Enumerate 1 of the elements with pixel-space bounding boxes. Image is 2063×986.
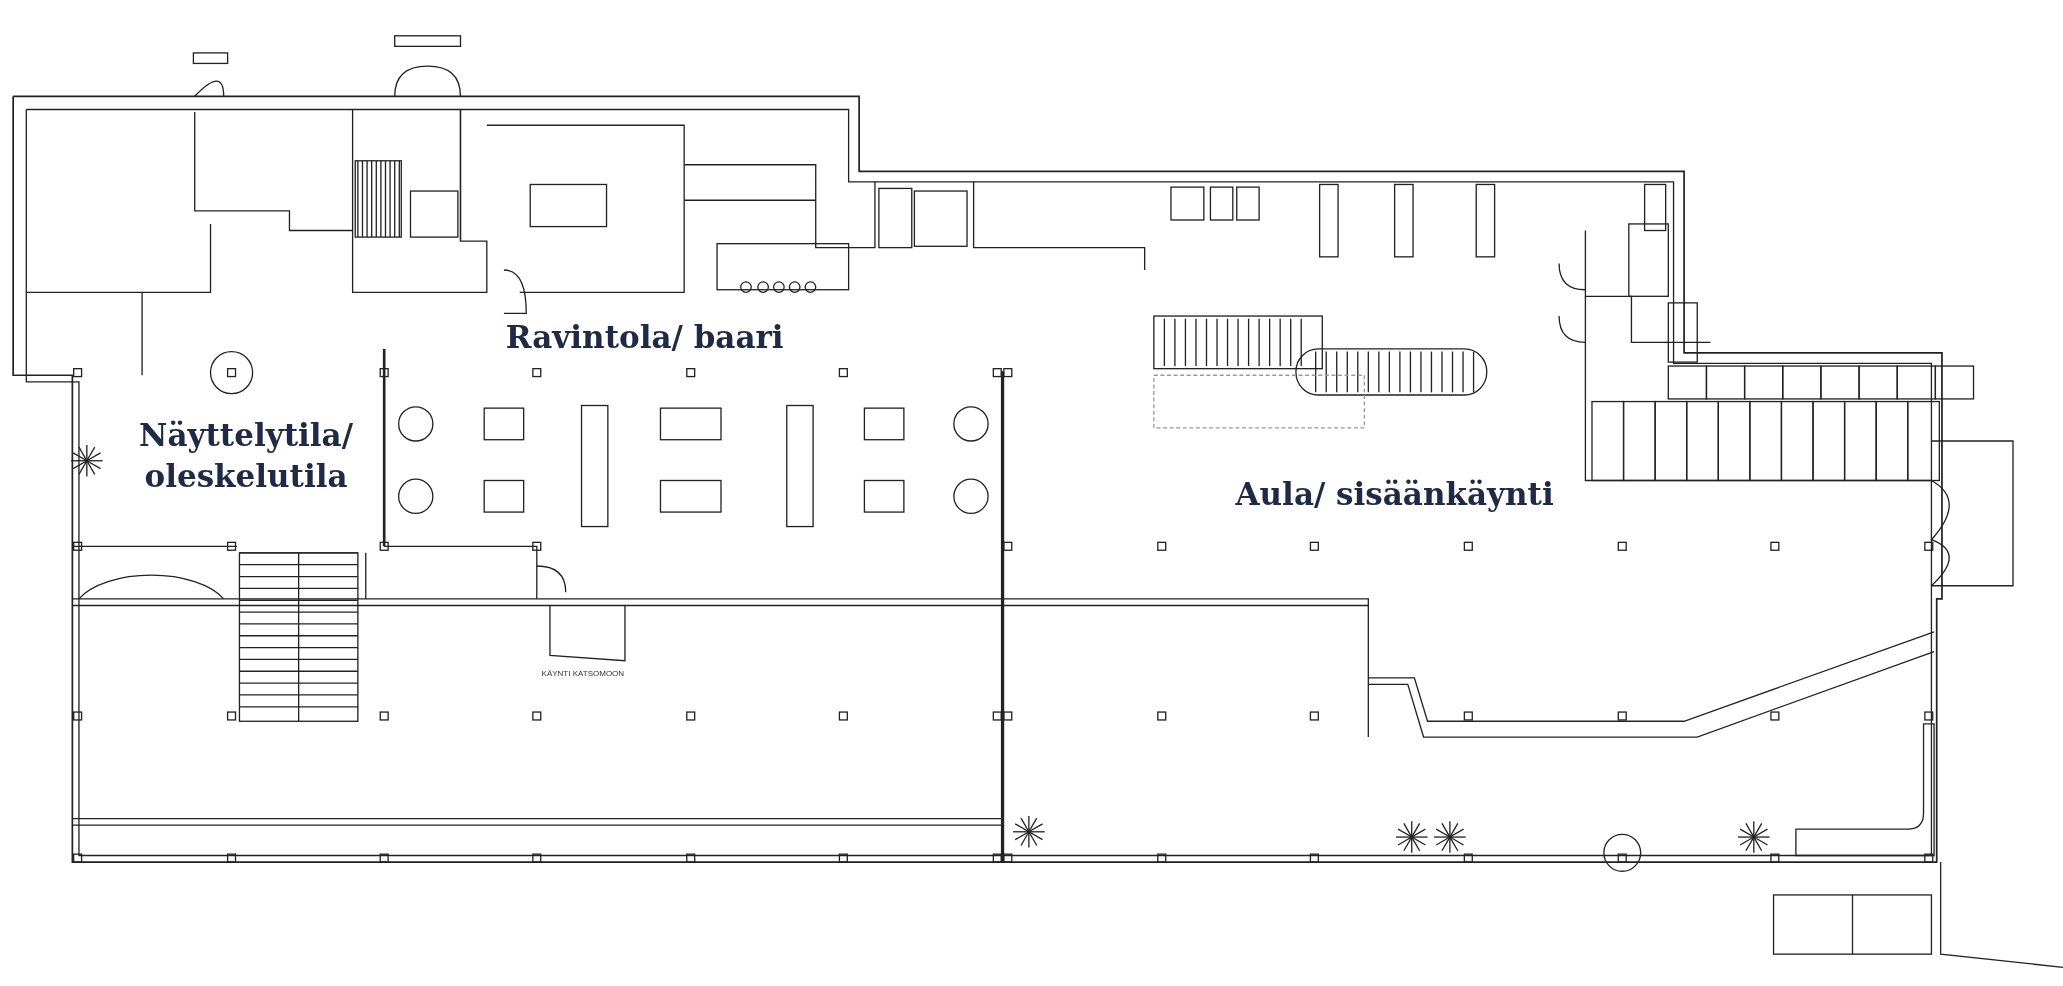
door-label: KÄYNTI KATSOMOON xyxy=(541,668,625,678)
